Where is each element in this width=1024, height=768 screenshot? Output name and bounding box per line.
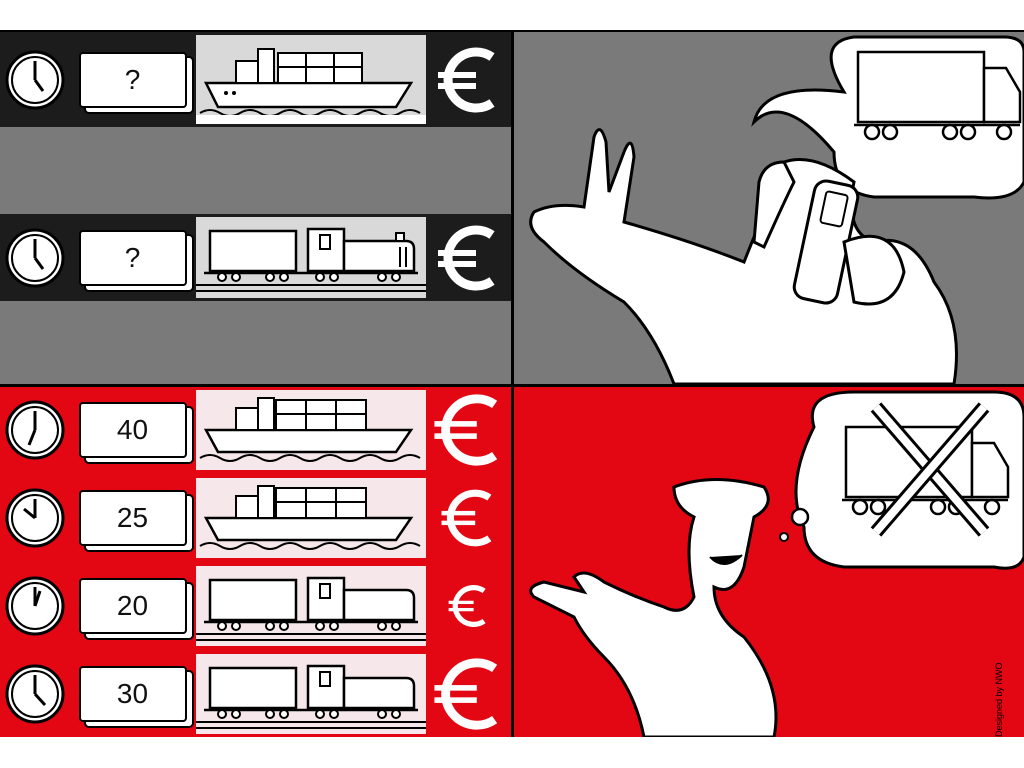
ticket-label: 25 bbox=[78, 490, 187, 546]
ticket-label: ? bbox=[78, 51, 187, 108]
truck-icon bbox=[854, 50, 1022, 141]
decision-panel: Designed by NWO bbox=[514, 387, 1024, 737]
cargo-ship-icon bbox=[196, 48, 426, 124]
vertical-divider bbox=[511, 32, 514, 735]
clock-icon bbox=[5, 400, 65, 460]
man-pointing-illustration bbox=[529, 390, 1024, 737]
freight-train-icon bbox=[196, 576, 426, 641]
cargo-ship-icon bbox=[199, 485, 421, 550]
euro-cell bbox=[426, 563, 512, 649]
clock-icon bbox=[5, 664, 65, 724]
clock-icon bbox=[5, 488, 65, 548]
clock-cell bbox=[0, 651, 70, 737]
designer-credit: Designed by NWO bbox=[994, 662, 1004, 737]
euro-cell bbox=[426, 475, 512, 561]
euro-cell bbox=[426, 32, 512, 127]
clock-icon bbox=[5, 576, 65, 636]
euro-icon bbox=[438, 47, 495, 112]
ticket-cell: 30 bbox=[70, 651, 195, 737]
ticket-label: ? bbox=[78, 229, 187, 286]
euro-icon bbox=[434, 658, 498, 730]
clock-cell bbox=[0, 214, 70, 301]
vehicle-cell bbox=[196, 390, 426, 470]
top-row-2: ? bbox=[0, 214, 512, 301]
bottom-row-2: 25 bbox=[0, 475, 512, 561]
mobile-phone-icon bbox=[792, 179, 860, 305]
gray-band-1 bbox=[0, 127, 512, 214]
crossed-out-truck-icon bbox=[842, 402, 1010, 537]
freight-train-icon bbox=[196, 227, 426, 292]
vehicle-cell bbox=[196, 478, 426, 558]
euro-icon bbox=[448, 584, 486, 628]
vehicle-cell bbox=[196, 35, 426, 124]
clock-cell bbox=[0, 475, 70, 561]
ticket-cell: 20 bbox=[70, 563, 195, 649]
gray-band-2 bbox=[0, 301, 512, 384]
freight-train-icon bbox=[196, 664, 426, 729]
ticket-cell: ? bbox=[70, 32, 195, 127]
euro-cell bbox=[426, 387, 512, 473]
clock-icon bbox=[5, 228, 65, 287]
price-comparison-panel: 40 bbox=[0, 387, 511, 737]
cargo-ship-icon bbox=[199, 397, 421, 462]
clock-cell bbox=[0, 32, 70, 127]
ticket-cell: 40 bbox=[70, 387, 195, 473]
bottom-row-4: 30 bbox=[0, 651, 512, 737]
euro-icon bbox=[441, 489, 492, 547]
euro-cell bbox=[426, 214, 512, 301]
vehicle-cell bbox=[196, 217, 426, 298]
cartoon-frame: ? bbox=[0, 30, 1024, 737]
ticket-label: 30 bbox=[78, 666, 187, 722]
ticket-cell: ? bbox=[70, 214, 195, 301]
man-on-phone-illustration bbox=[529, 35, 1024, 384]
bottom-row-1: 40 bbox=[0, 387, 512, 473]
clock-cell bbox=[0, 563, 70, 649]
clock-icon bbox=[5, 50, 65, 109]
phone-call-panel bbox=[514, 32, 1024, 384]
euro-icon bbox=[434, 394, 498, 466]
ticket-label: 20 bbox=[78, 578, 187, 634]
vehicle-cell bbox=[196, 654, 426, 734]
vehicle-cell bbox=[196, 566, 426, 646]
bottom-row-3: 20 bbox=[0, 563, 512, 649]
ticket-label: 40 bbox=[78, 402, 187, 458]
clock-cell bbox=[0, 387, 70, 473]
euro-cell bbox=[426, 651, 512, 737]
ticket-cell: 25 bbox=[70, 475, 195, 561]
euro-icon bbox=[438, 225, 495, 290]
top-row-1: ? bbox=[0, 32, 512, 127]
